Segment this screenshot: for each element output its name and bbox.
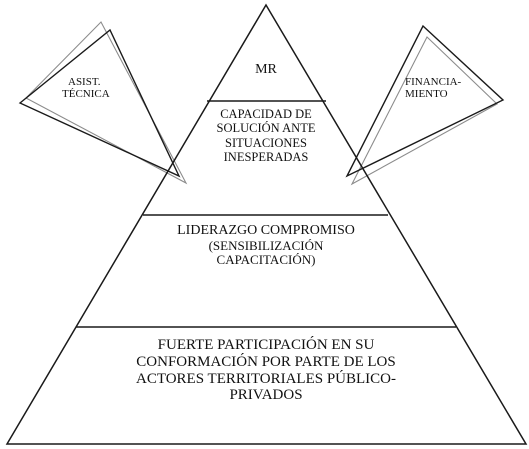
level2-sub-1: (SENSIBILIZACIÓN [208, 237, 324, 253]
left-triangle [18, 28, 181, 178]
level1-label: CAPACIDAD DE SOLUCIÓN ANTE SITUACIONES I… [196, 107, 336, 165]
right-triangle-label: FINANCIA- MIENTO [403, 76, 475, 101]
base-label: FUERTE PARTICIPACIÓN EN SU CONFORMACIÓN … [96, 337, 436, 404]
base-line-1: FUERTE PARTICIPACIÓN EN SU [157, 337, 375, 353]
left-label-line-1: ASIST. [68, 76, 101, 88]
level2-label: LIDERAZGO COMPROMISO (SENSIBILIZACIÓN CA… [146, 223, 386, 268]
left-triangle-shadow [25, 21, 188, 185]
pyramid-outline [5, 3, 528, 445]
base-line-3: ACTORES TERRITORIALES PÚBLICO- [135, 370, 397, 387]
level1-line-3: SITUACIONES [225, 135, 307, 150]
right-triangle [345, 24, 505, 178]
left-triangle-label: ASIST. TÉCNICA [58, 76, 128, 101]
level1-line-4: INESPERADAS [223, 150, 309, 165]
level1-line-1: CAPACIDAD DE [220, 107, 312, 121]
base-line-4: PRIVADOS [229, 387, 303, 404]
level1-line-2: SOLUCIÓN ANTE [216, 121, 316, 136]
level2-sub-2: CAPACITACIÓN) [216, 252, 316, 268]
right-label-line-1: FINANCIA- [405, 76, 462, 88]
level2-title: LIDERAZGO COMPROMISO [177, 223, 355, 238]
right-label-line-2: MIENTO [405, 88, 448, 101]
left-label-line-2: TÉCNICA [62, 88, 110, 101]
right-triangle-shadow [350, 36, 498, 186]
base-line-2: CONFORMACIÓN POR PARTE DE LOS [136, 353, 396, 370]
apex-label: MR [255, 62, 277, 77]
